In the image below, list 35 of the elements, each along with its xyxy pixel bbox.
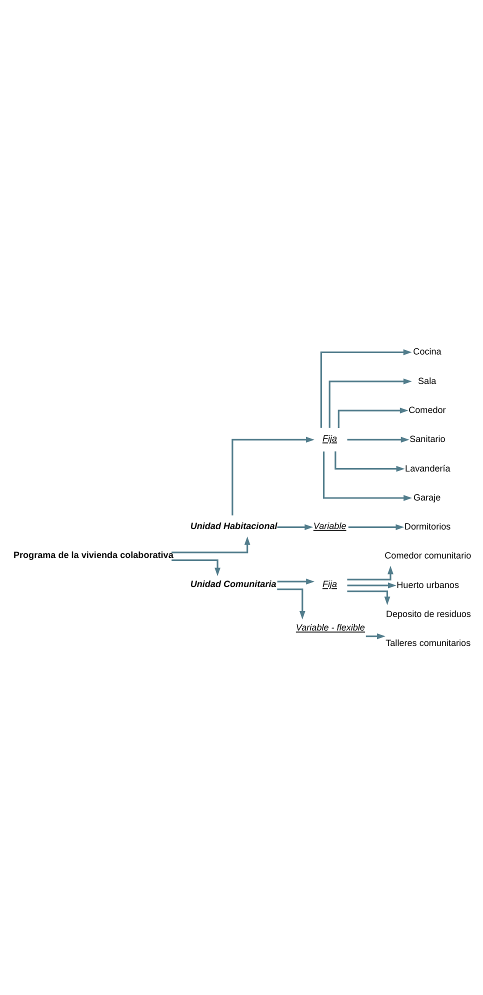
arrow [232, 436, 314, 515]
node-text: Variable - flexible [296, 622, 365, 632]
node-text: Fija [322, 578, 338, 589]
arrow [347, 565, 394, 580]
arrow [320, 348, 412, 428]
arrow [172, 558, 220, 576]
node-text: Garaje [413, 492, 441, 502]
node-text: Huerto urbanos [396, 579, 460, 590]
arrow [366, 632, 386, 639]
node-text: Cocina [413, 346, 442, 356]
node-text: Unidad Comunitaria [190, 578, 276, 589]
node-text: Programa de la vivienda colaborativa [13, 550, 174, 560]
node-text: Dormitorios [404, 521, 451, 532]
arrow [328, 378, 412, 428]
node-text: Comedor [408, 404, 446, 414]
node-text: Comedor comunitario [384, 550, 472, 560]
arrow [322, 451, 412, 500]
node-text: Variable [313, 520, 346, 530]
arrow [347, 436, 410, 442]
arrow [172, 536, 250, 553]
node-text: Sanitario [410, 434, 446, 444]
arrow [338, 407, 408, 428]
node-text: Deposito de residuos [386, 608, 471, 618]
arrow [347, 590, 390, 605]
node-text: Fija [322, 432, 338, 443]
arrow [334, 450, 405, 472]
node-text: Talleres comunitarios [386, 638, 471, 648]
node-text: Unidad Habitacional [190, 520, 278, 530]
arrow [277, 588, 306, 619]
arrow [348, 524, 404, 530]
node-text: Sala [418, 375, 436, 386]
arrow [277, 524, 314, 530]
arrow [277, 578, 315, 584]
node-text: Lavandería [405, 462, 450, 473]
arrow [347, 582, 396, 588]
